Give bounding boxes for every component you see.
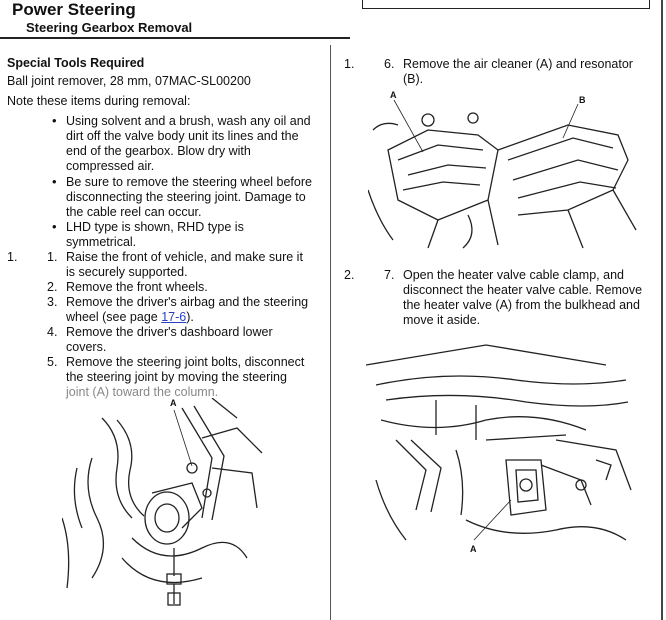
figure-label-b: B (579, 95, 586, 105)
step-5-line-2: the steering joint by moving the steerin… (66, 370, 287, 384)
bullet-3-line-2: symmetrical. (66, 235, 137, 249)
step-7-line-4: move it aside. (403, 313, 481, 327)
bullet-1-line-4: compressed air. (66, 159, 155, 173)
page-link[interactable]: 17-6 (161, 310, 187, 324)
step-5-line-3: joint (A) toward the column. (66, 385, 219, 399)
step-4-line-2: covers. (66, 340, 107, 354)
air-cleaner-figure: A B (368, 90, 638, 250)
bullet-1-line-1: Using solvent and a brush, wash any oil … (66, 114, 311, 128)
bullet-3-line-1: LHD type is shown, RHD type is (66, 220, 244, 234)
right-outer-number-1: 1. (344, 57, 355, 71)
step-1-number: 1. (47, 250, 58, 264)
page-ref: 17-63 (483, 0, 509, 3)
bullet-icon: • (52, 219, 57, 234)
step-7-number: 7. (384, 268, 395, 282)
bullet-2-line-1: Be sure to remove the steering wheel bef… (66, 175, 312, 189)
figure-label-a: A (390, 90, 397, 100)
step-3-number: 3. (47, 295, 58, 309)
steering-joint-illustration (62, 398, 263, 606)
right-outer-number-2: 2. (344, 268, 355, 282)
step-2-line-1: Remove the front wheels. (66, 280, 208, 294)
figure-label-a: A (170, 398, 177, 408)
step-7-line-3: the heater valve (A) from the bulkhead a… (403, 298, 640, 312)
air-cleaner-illustration (368, 99, 637, 249)
header-rule (0, 37, 350, 39)
tool-item: Ball joint remover, 28 mm, 07MAC-SL00200 (7, 74, 251, 88)
bullet-2-line-2: disconnecting the steering joint. Damage… (66, 190, 306, 204)
steering-joint-figure: A (62, 398, 267, 616)
step-4-line-1: Remove the driver's dashboard lower (66, 325, 273, 339)
step-5-number: 5. (47, 355, 58, 369)
heater-valve-illustration (366, 344, 632, 541)
page-title: Power Steering (12, 0, 136, 19)
outer-step-number: 1. (7, 250, 18, 264)
tools-heading: Special Tools Required (7, 56, 145, 70)
step-5-line-1: Remove the steering joint bolts, disconn… (66, 355, 305, 369)
note-intro: Note these items during removal: (7, 94, 191, 108)
step-6-line-2: (B). (403, 72, 424, 86)
step-6-number: 6. (384, 57, 395, 71)
bullet-2-line-3: the cable reel can occur. (66, 205, 202, 219)
step-1-line-2: is securely supported. (66, 265, 188, 279)
step-2-number: 2. (47, 280, 58, 294)
bullet-icon: • (52, 113, 57, 128)
step-7-line-2: disconnect the heater valve cable. Remov… (403, 283, 643, 297)
step-6-line-1: Remove the air cleaner (A) and resonator (403, 57, 633, 71)
step-3-pre: wheel (see page (66, 310, 162, 324)
page-ref-box: 17-63 (362, 0, 650, 9)
step-3-line-2: wheel (see page 17-6). (66, 310, 194, 325)
bullet-icon: • (52, 174, 57, 189)
column-divider (330, 45, 331, 620)
page-edge (661, 0, 663, 620)
step-4-number: 4. (47, 325, 58, 339)
step-3-line-1: Remove the driver's airbag and the steer… (66, 295, 309, 309)
heater-valve-figure: A (366, 340, 636, 560)
bullet-1-line-3: end of the gearbox. Blow dry with (66, 144, 251, 158)
bullet-1-line-2: dirt off the valve body unit its lines a… (66, 129, 299, 143)
step-1-line-1: Raise the front of vehicle, and make sur… (66, 250, 303, 264)
page-subtitle: Steering Gearbox Removal (26, 20, 193, 35)
figure-label-a: A (470, 544, 477, 554)
step-7-line-1: Open the heater valve cable clamp, and (403, 268, 624, 282)
step-3-post: ). (186, 310, 194, 324)
